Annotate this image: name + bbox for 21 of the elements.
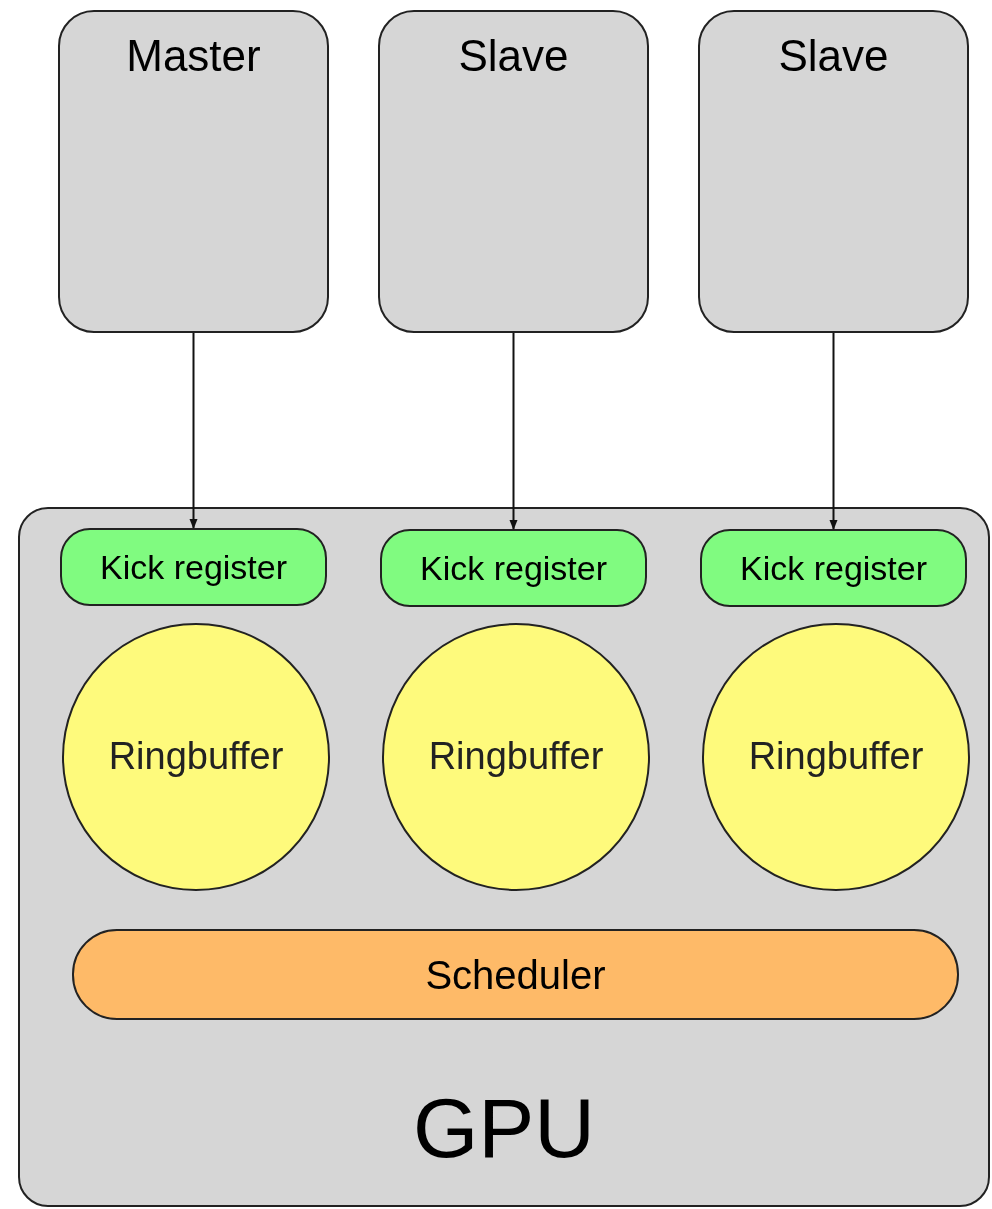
process-box	[58, 10, 329, 333]
buffer-label: Ringbuffer	[428, 734, 604, 780]
process-box	[698, 10, 969, 333]
buffer-label: Ringbuffer	[748, 734, 924, 780]
scheduler-label: Scheduler	[425, 951, 606, 999]
register-label: Kick register	[419, 547, 608, 589]
arrow	[189, 332, 198, 529]
arrow	[829, 332, 838, 530]
box-title: Master	[126, 30, 261, 82]
process-box	[378, 10, 649, 333]
box-title: Slave	[458, 30, 569, 82]
container-label: GPU	[413, 1080, 595, 1177]
buffer-label: Ringbuffer	[108, 734, 284, 780]
arrow	[509, 332, 518, 530]
box-title: Slave	[778, 30, 889, 82]
register-label: Kick register	[99, 546, 288, 588]
register-label: Kick register	[739, 547, 928, 589]
register-box	[60, 528, 327, 606]
container-box	[18, 507, 990, 1207]
register-box	[380, 529, 647, 607]
register-box	[700, 529, 967, 607]
